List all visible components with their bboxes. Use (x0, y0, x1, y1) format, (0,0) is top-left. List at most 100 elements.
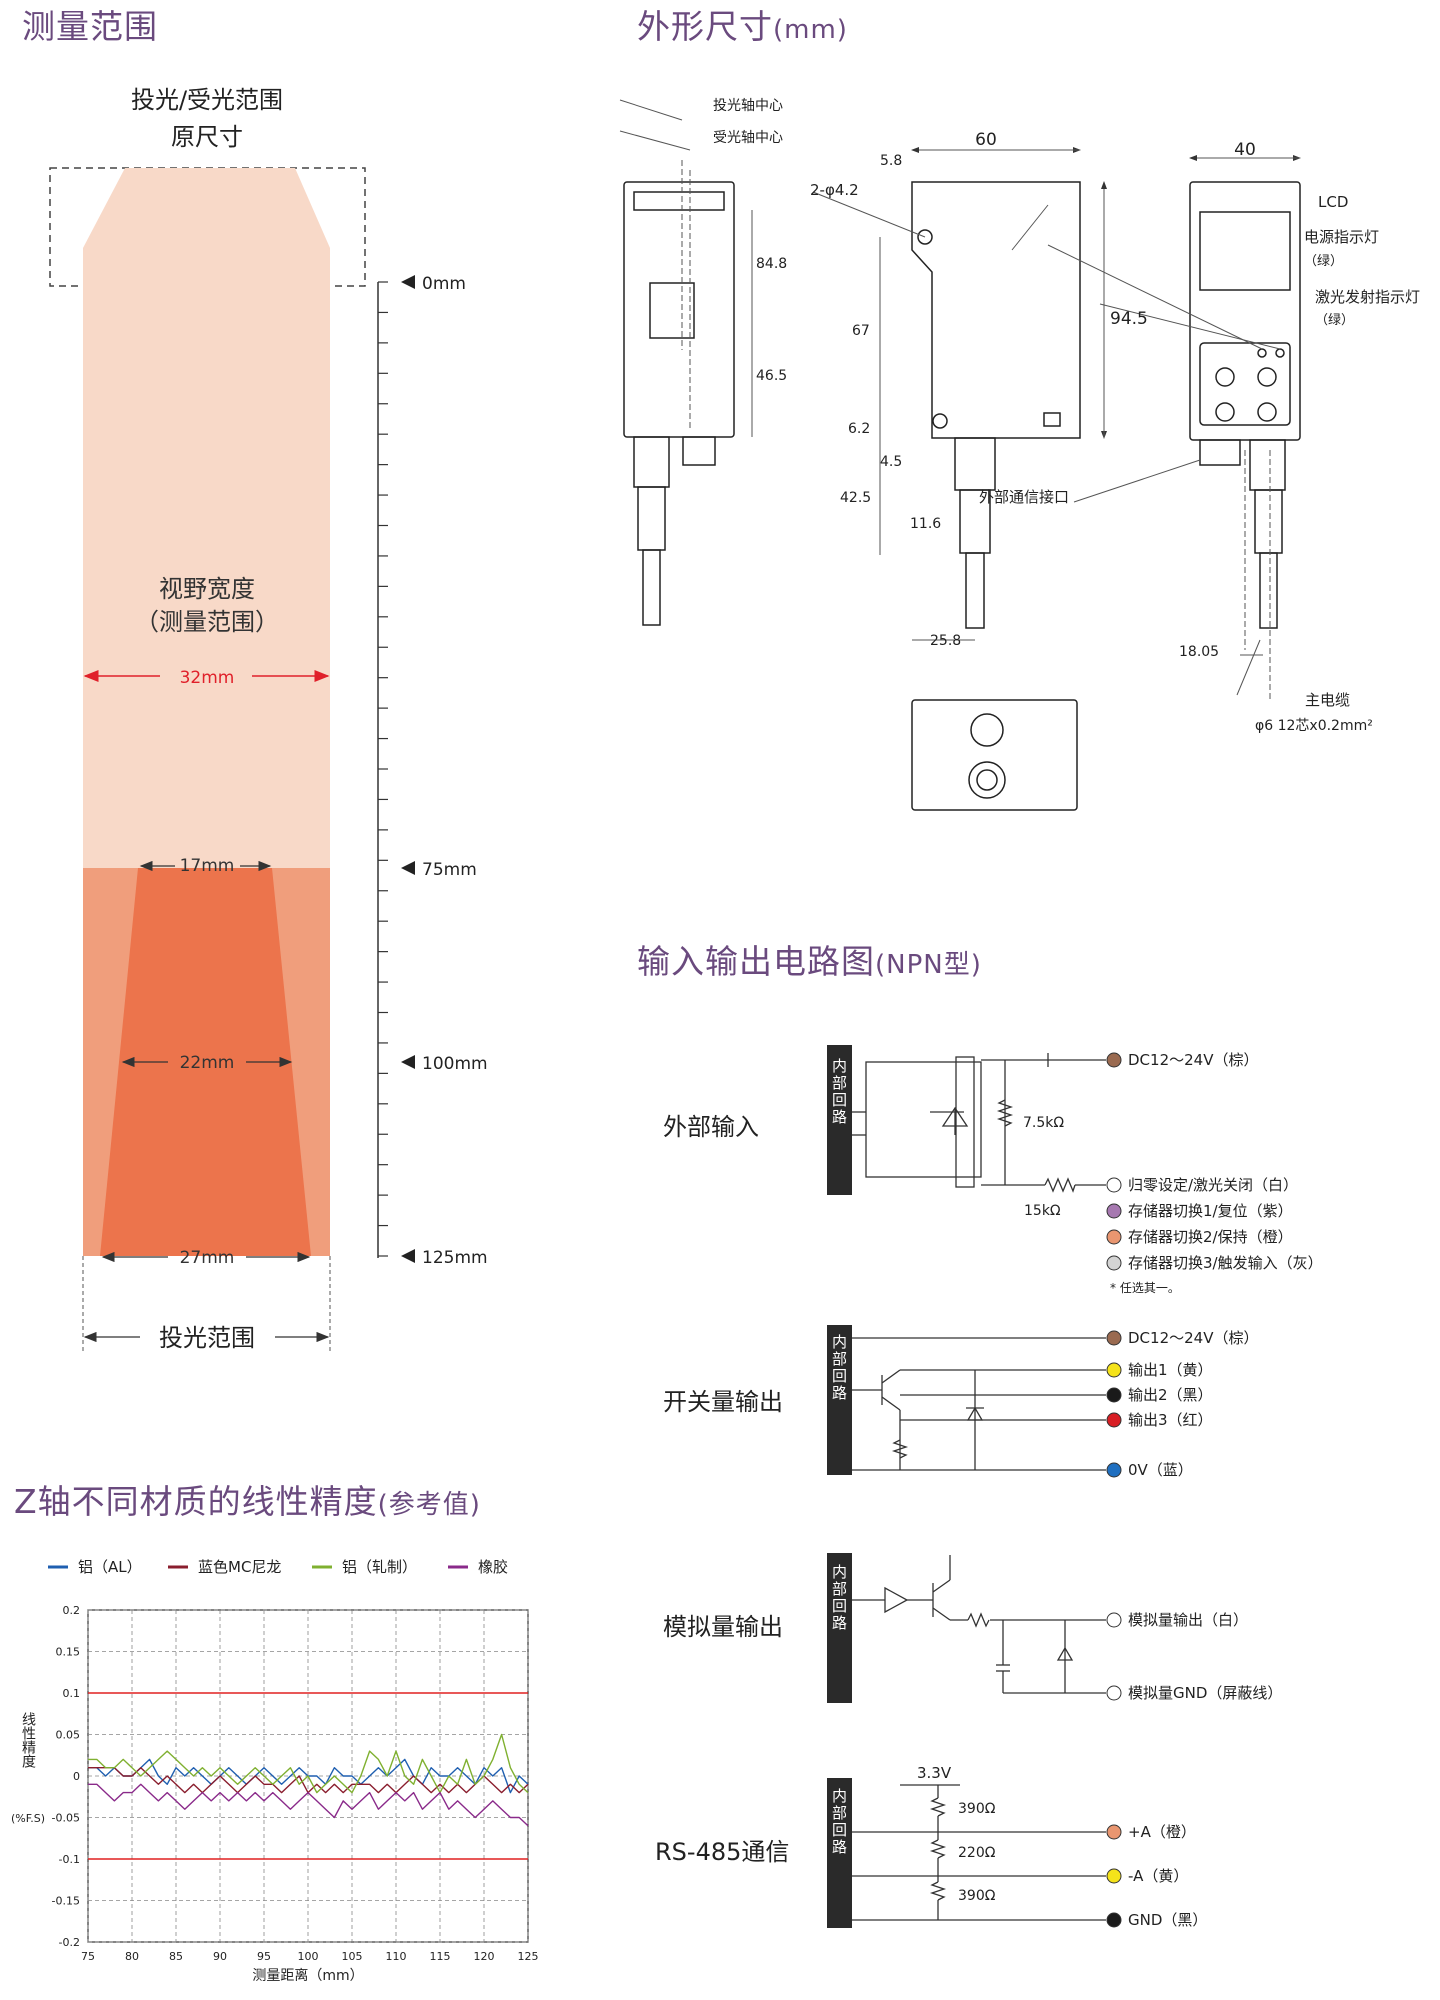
panel-button-2 (1257, 367, 1277, 387)
label-cable-spec: φ6 12芯x0.2mm² (1255, 718, 1373, 734)
input-circuit: 内部回路 外部输入 DC12～24V（棕） 7.5kΩ 15kΩ 归零设定/激光… (663, 1045, 1323, 1295)
analog-internal-label: 内部回路 (830, 1564, 848, 1632)
chart-x-tick-label: 80 (125, 1950, 139, 1963)
linearity-title-suffix: (参考值) (377, 1490, 481, 1520)
chart-xlabel: 测量距离（mm） (252, 1967, 363, 1984)
rs485-r3-label: 390Ω (958, 1888, 996, 1904)
fov-label-line2: （测量范围） (135, 608, 279, 636)
front-view-body (911, 181, 1081, 439)
mount-hole-bottom (932, 413, 948, 429)
dim-25-8: 25.8 (930, 633, 961, 649)
side-view-window (633, 191, 725, 211)
legend-label: 铝（AL） (78, 1558, 142, 1576)
circuit-section-title: 输入输出电路图(NPN型) (637, 935, 982, 983)
dims-title-unit: (mm) (773, 15, 848, 45)
chart-series (88, 1733, 529, 1827)
chart-y-ticks: 0.20.150.10.050-0.05-0.1-0.15-0.2 (52, 1604, 80, 1949)
chart-y-tick-label: 0.1 (63, 1687, 81, 1700)
panel-button-1 (1215, 367, 1235, 387)
label-ext-port: 外部通信接口 (979, 488, 1069, 506)
switch-circuit-name: 开关量输出 (663, 1388, 783, 1416)
switch-output-label: 输出1（黄） (1128, 1361, 1213, 1379)
chart-x-tick-label: 100 (298, 1950, 319, 1963)
width17-label: 17mm (180, 856, 235, 876)
rs485-line-list: +A（橙）-A（黄）GND（黑） (1106, 1823, 1207, 1929)
analog-out-dot (1106, 1612, 1122, 1628)
chart-y-tick-label: 0.05 (56, 1729, 81, 1742)
input-wire-dot (1106, 1229, 1122, 1245)
dim-67: 67 (852, 323, 870, 339)
dim-4-5: 4.5 (880, 454, 902, 470)
distance-ticks (378, 281, 388, 1257)
input-supply-dot (1106, 1052, 1122, 1068)
chart-y-tick-label: -0.15 (52, 1895, 80, 1908)
analog-circuit-name: 模拟量输出 (663, 1613, 783, 1641)
label-power-led: 电源指示灯 (1304, 228, 1379, 246)
dim-11-6: 11.6 (910, 516, 941, 532)
input-wire-dot (1106, 1255, 1122, 1271)
switch-output-list: 输出1（黄） 输出2（黑） 输出3（红） (900, 1361, 1213, 1429)
input-wire-label: 存储器切换3/触发输入（灰） (1128, 1254, 1323, 1272)
dim-5-8: 5.8 (880, 153, 902, 169)
input-wire-dot (1106, 1177, 1122, 1193)
marker-125mm (401, 1249, 415, 1263)
switch-supply-label: DC12～24V（棕） (1128, 1329, 1258, 1347)
panel-keypad (1199, 342, 1291, 426)
fov-width-label: 32mm (180, 668, 235, 688)
switch-internal-block (827, 1325, 852, 1475)
chart-y-tick-label: -0.05 (52, 1812, 80, 1825)
label-laser-led: 激光发射指示灯 (1315, 288, 1420, 306)
switch-output-label: 输出3（红） (1128, 1411, 1213, 1429)
input-supply-label: DC12～24V（棕） (1128, 1051, 1258, 1069)
rs485-circuit-name: RS-485通信 (655, 1838, 789, 1866)
range-section-title: 测量范围 (22, 0, 158, 48)
side-view-cable (642, 549, 661, 626)
light-cone-top (83, 168, 330, 248)
legend-label: 蓝色MC尼龙 (198, 1558, 281, 1576)
chart-y-tick-label: 0 (73, 1770, 80, 1783)
circuit-title-suffix: (NPN型) (875, 950, 982, 980)
distance-75mm: 75mm (422, 860, 477, 880)
dims-section-title: 外形尺寸(mm) (637, 0, 848, 48)
linearity-chart: 铝（AL）蓝色MC尼龙铝（轧制）橡胶 0.20.150.10.050-0.05-… (11, 1558, 539, 1984)
range-diagram: 投光/受光范围 原尺寸 视野宽度 （测量范围） 32mm 17mm 22mm 2… (49, 86, 488, 1352)
input-wire-label: 存储器切换1/复位（紫） (1128, 1202, 1293, 1220)
range-header-line1: 投光/受光范围 (131, 86, 283, 114)
dim-84-8: 84.8 (756, 256, 787, 272)
rs485-r2-label: 220Ω (958, 1845, 996, 1861)
legend-label: 铝（轧制） (342, 1558, 417, 1576)
label-recv-axis: 受光轴中心 (713, 130, 783, 146)
chart-yunit: (%F.S) (11, 1812, 45, 1825)
dim-40: 40 (1234, 140, 1256, 160)
rs485-line-label: GND（黑） (1128, 1911, 1207, 1929)
switch-output-dot (1106, 1412, 1122, 1428)
analog-out-label: 模拟量输出（白） (1128, 1611, 1248, 1629)
chart-x-tick-label: 85 (169, 1950, 183, 1963)
switch-output-dot (1106, 1362, 1122, 1378)
dim-hole-dia: 2-φ4.2 (810, 181, 859, 199)
input-internal-block (827, 1045, 852, 1195)
input-wire-dot (1106, 1203, 1122, 1219)
field-of-view-light (83, 248, 330, 868)
switch-output-label: 输出2（黑） (1128, 1386, 1213, 1404)
rs485-line-dot (1106, 1912, 1122, 1928)
projection-beam (100, 868, 311, 1256)
circuit-title-text: 输入输出电路图 (637, 942, 875, 981)
dim-46-5: 46.5 (756, 368, 787, 384)
marker-100mm (401, 1055, 415, 1069)
chart-limit-lines (88, 1692, 528, 1860)
range-header-line2: 原尺寸 (171, 123, 243, 151)
projection-range-label: 投光范围 (159, 1324, 255, 1352)
chart-y-tick-label: -0.1 (59, 1853, 80, 1866)
rs485-internal-label: 内部回路 (830, 1788, 848, 1856)
chart-x-tick-label: 90 (213, 1950, 227, 1963)
front-lens-mark (1043, 412, 1061, 427)
switch-ground-label: 0V（蓝） (1128, 1461, 1193, 1479)
dim-60: 60 (975, 130, 997, 150)
side-view-port (682, 436, 716, 466)
chart-x-tick-label: 75 (81, 1950, 95, 1963)
dim-6-2: 6.2 (848, 421, 870, 437)
label-proj-axis: 投光轴中心 (713, 98, 783, 114)
